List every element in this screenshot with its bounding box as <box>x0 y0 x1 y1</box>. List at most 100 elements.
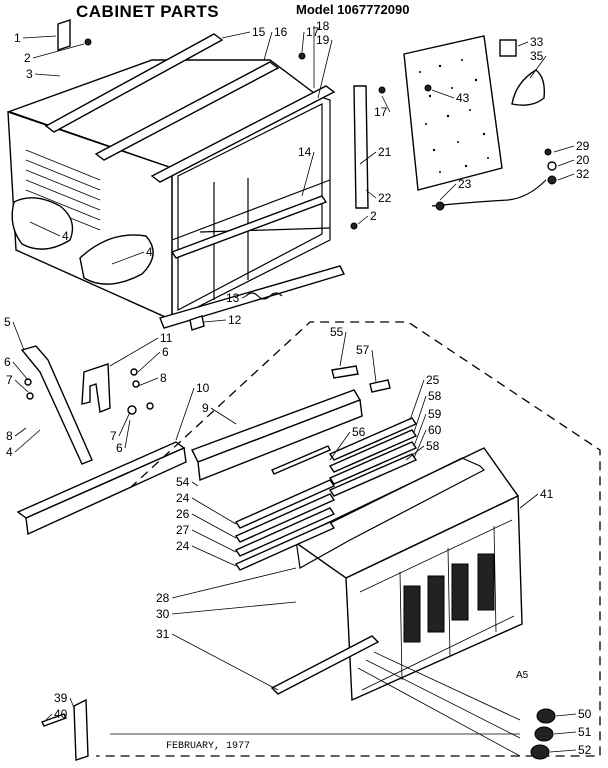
part-callout-8: 8 <box>6 429 13 443</box>
leader-line <box>413 413 427 447</box>
assembly-boundary <box>96 321 601 757</box>
part-callout-26: 26 <box>176 507 190 521</box>
leader-line <box>359 151 377 165</box>
leader-line <box>553 145 575 153</box>
spring-13 <box>245 292 283 300</box>
bottom-strip <box>270 635 380 695</box>
part-callout-39: 39 <box>54 691 68 705</box>
leader-line <box>111 251 145 265</box>
model-number: Model 1067772090 <box>296 2 410 17</box>
side-strip <box>353 85 369 209</box>
block-12 <box>189 315 205 331</box>
leader-line <box>357 215 369 225</box>
leader-line <box>381 95 391 113</box>
part-callout-6: 6 <box>162 345 169 359</box>
leader-line <box>137 351 161 373</box>
leader-line <box>413 395 427 433</box>
leader-line <box>191 529 237 553</box>
part-callout-4: 4 <box>62 229 69 243</box>
leader-line <box>517 41 529 47</box>
control-bar <box>191 389 363 481</box>
cabinet-shell <box>7 59 345 329</box>
leader-line <box>191 497 237 525</box>
part-callout-14: 14 <box>298 145 312 159</box>
part-callout-32: 32 <box>576 167 590 181</box>
leader-line <box>317 39 333 99</box>
leader-line <box>22 35 57 39</box>
leader-line <box>191 513 237 539</box>
ground-wire <box>431 179 547 207</box>
leader-line <box>171 567 297 599</box>
leader-line <box>191 481 199 487</box>
part-callout-15: 15 <box>252 25 266 39</box>
leader-line <box>263 31 273 61</box>
part-callout-22: 22 <box>378 191 392 205</box>
part-callout-9: 9 <box>202 401 209 415</box>
leader-line <box>549 749 577 753</box>
leader-line <box>529 55 547 79</box>
part-callout-7: 7 <box>6 373 13 387</box>
leader-line <box>124 419 131 449</box>
part-callout-17: 17 <box>374 105 388 119</box>
part-callout-2: 2 <box>370 209 377 223</box>
page-code: A5 <box>516 670 529 681</box>
leader-line <box>301 31 305 53</box>
pin-40 <box>41 713 67 727</box>
part-callout-35: 35 <box>530 49 544 63</box>
rod-56 <box>271 445 331 475</box>
part-callout-59: 59 <box>428 407 442 421</box>
bracket-39 <box>73 698 89 761</box>
part-callout-10: 10 <box>196 381 210 395</box>
leader-line <box>12 321 25 351</box>
plug-35 <box>511 69 546 106</box>
part-callout-18: 18 <box>316 19 330 33</box>
part-callout-51: 51 <box>578 725 592 739</box>
part-callout-23: 23 <box>458 177 472 191</box>
part-callout-5: 5 <box>4 315 11 329</box>
leader-line <box>301 151 315 197</box>
leader-line <box>34 73 61 77</box>
part-callout-50: 50 <box>578 707 592 721</box>
lever-57 <box>369 379 391 393</box>
leader-line <box>371 349 377 383</box>
leader-line <box>329 431 351 461</box>
part-callout-4: 4 <box>6 445 13 459</box>
part-callout-28: 28 <box>156 591 170 605</box>
part-callout-60: 60 <box>428 423 442 437</box>
part-callout-24: 24 <box>176 539 190 553</box>
page-title: CABINET PARTS <box>76 2 220 21</box>
part-callout-13: 13 <box>226 291 240 305</box>
part-callout-25: 25 <box>426 373 440 387</box>
leader-line <box>339 331 347 367</box>
leader-line <box>431 89 455 99</box>
part-callout-40: 40 <box>54 707 68 721</box>
leader-line <box>241 295 247 299</box>
part-callout-41: 41 <box>540 487 554 501</box>
part-callout-6: 6 <box>116 441 123 455</box>
louver-blades <box>234 417 418 571</box>
part-callout-31: 31 <box>156 627 170 641</box>
leader-line <box>203 319 227 323</box>
part-callout-56: 56 <box>352 425 366 439</box>
part-callout-4: 4 <box>146 245 153 259</box>
mounting-bracket-5 <box>20 345 93 465</box>
part-callout-2: 2 <box>24 51 31 65</box>
part-callout-27: 27 <box>176 523 190 537</box>
part-callout-43: 43 <box>456 91 470 105</box>
part-callout-6: 6 <box>4 355 11 369</box>
part-callout-52: 52 <box>578 743 592 757</box>
leader-line <box>109 337 159 367</box>
part-callout-17: 17 <box>306 25 320 39</box>
part-callout-30: 30 <box>156 607 170 621</box>
leader-line <box>413 429 427 459</box>
part-callout-58: 58 <box>428 389 442 403</box>
part-callout-7: 7 <box>110 429 117 443</box>
leader-line <box>439 183 457 201</box>
leader-line <box>171 633 279 691</box>
leader-line <box>221 31 251 39</box>
filter-frame <box>295 457 486 569</box>
leader-line <box>405 445 425 461</box>
part-callout-24: 24 <box>176 491 190 505</box>
